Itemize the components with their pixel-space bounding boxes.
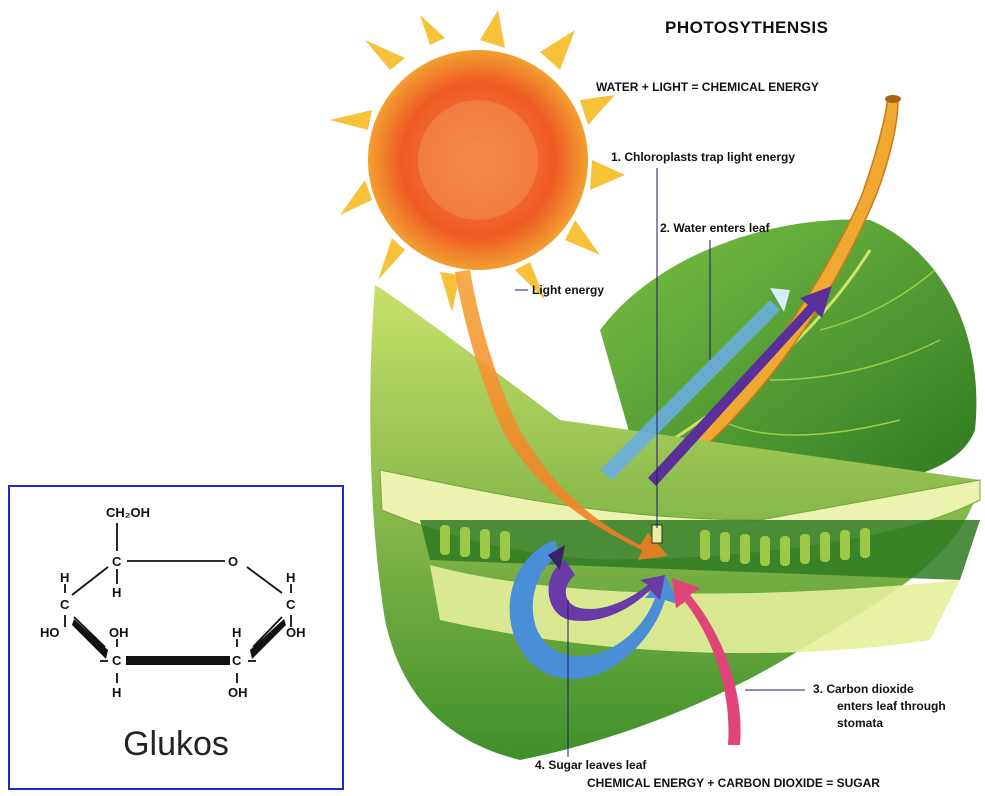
atom-c: C: [286, 597, 296, 612]
glucose-name: Glukos: [10, 725, 342, 764]
group-oh: OH: [228, 685, 248, 700]
atom-c: C: [60, 597, 70, 612]
label-sugar: 4. Sugar leaves leaf: [535, 758, 646, 773]
atom-h: H: [112, 585, 121, 600]
group-ho: HO: [40, 625, 60, 640]
glucose-structure-panel: CH₂OH C H O H C HO H C OH OH C H H C OH …: [8, 485, 344, 790]
group-oh: OH: [109, 625, 129, 640]
atom-h: H: [232, 625, 241, 640]
label-chloroplasts: 1. Chloroplasts trap light energy: [611, 150, 795, 165]
atom-h: H: [112, 685, 121, 700]
label-co2-line2: enters leaf through: [837, 699, 946, 714]
label-water: 2. Water enters leaf: [660, 221, 770, 236]
atom-h: H: [286, 570, 295, 585]
ch2oh-group: CH₂OH: [106, 505, 150, 520]
atom-c: C: [112, 554, 122, 569]
atom-c: C: [232, 653, 242, 668]
atom-c: C: [112, 653, 122, 668]
equation-top: WATER + LIGHT = CHEMICAL ENERGY: [596, 80, 819, 95]
atom-h: H: [60, 570, 69, 585]
label-light-energy: Light energy: [532, 283, 604, 298]
group-oh: OH: [286, 625, 306, 640]
atom-o: O: [228, 554, 238, 569]
diagram-title: PHOTOSYTHENSIS: [665, 20, 829, 35]
label-co2-line3: stomata: [837, 716, 883, 731]
equation-bottom: CHEMICAL ENERGY + CARBON DIOXIDE = SUGAR: [587, 776, 880, 791]
label-co2-line1: 3. Carbon dioxide: [813, 682, 914, 697]
